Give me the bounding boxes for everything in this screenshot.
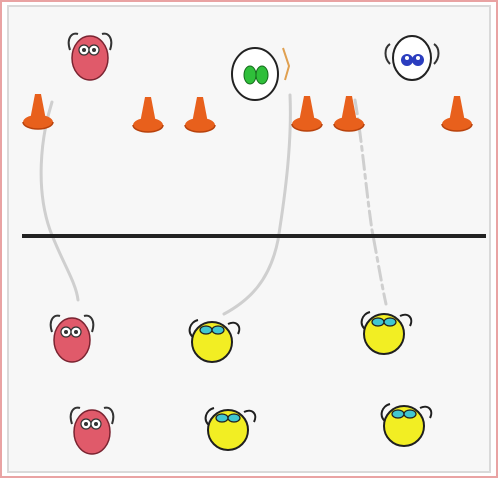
player-red-bottom-2	[69, 406, 115, 455]
trail-right	[353, 98, 388, 306]
trail-left	[39, 100, 80, 302]
cone-row	[22, 94, 473, 133]
cone-icon	[441, 96, 473, 132]
player-yellow-2	[360, 311, 413, 355]
player-yellow-3	[204, 407, 257, 451]
cone-icon	[184, 97, 216, 133]
cone-icon	[333, 96, 365, 132]
player-white-green-eyes	[231, 47, 291, 101]
player-yellow-4	[380, 403, 433, 447]
player-yellow-1	[188, 319, 241, 363]
cone-icon	[22, 94, 54, 130]
player-white-blue-eyes	[384, 35, 440, 81]
player-red-top	[67, 32, 113, 81]
cone-icon	[291, 96, 323, 132]
cone-icon	[132, 97, 164, 133]
player-red-bottom-1	[49, 314, 95, 363]
